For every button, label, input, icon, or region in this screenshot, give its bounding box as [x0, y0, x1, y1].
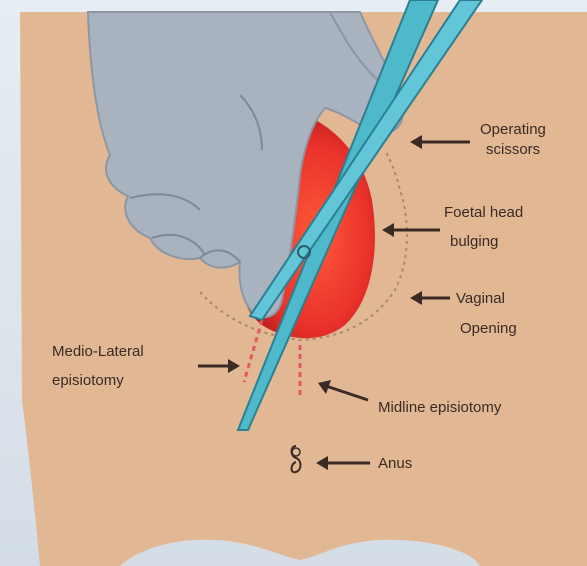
label-vaginal-opening-line1: Vaginal — [456, 290, 505, 307]
label-vaginal-opening-line2: Opening — [460, 320, 517, 337]
label-medio-lateral-line1: Medio-Lateral — [52, 343, 144, 360]
label-midline-episiotomy: Midline episiotomy — [378, 399, 502, 416]
label-medio-lateral-line2: episiotomy — [52, 372, 124, 389]
label-foetal-head-line1: Foetal head — [444, 204, 523, 221]
label-operating-scissors-line2: scissors — [486, 141, 540, 158]
label-anus: Anus — [378, 455, 412, 472]
label-operating-scissors-line1: Operating — [480, 121, 546, 138]
label-foetal-head-line2: bulging — [450, 233, 498, 250]
